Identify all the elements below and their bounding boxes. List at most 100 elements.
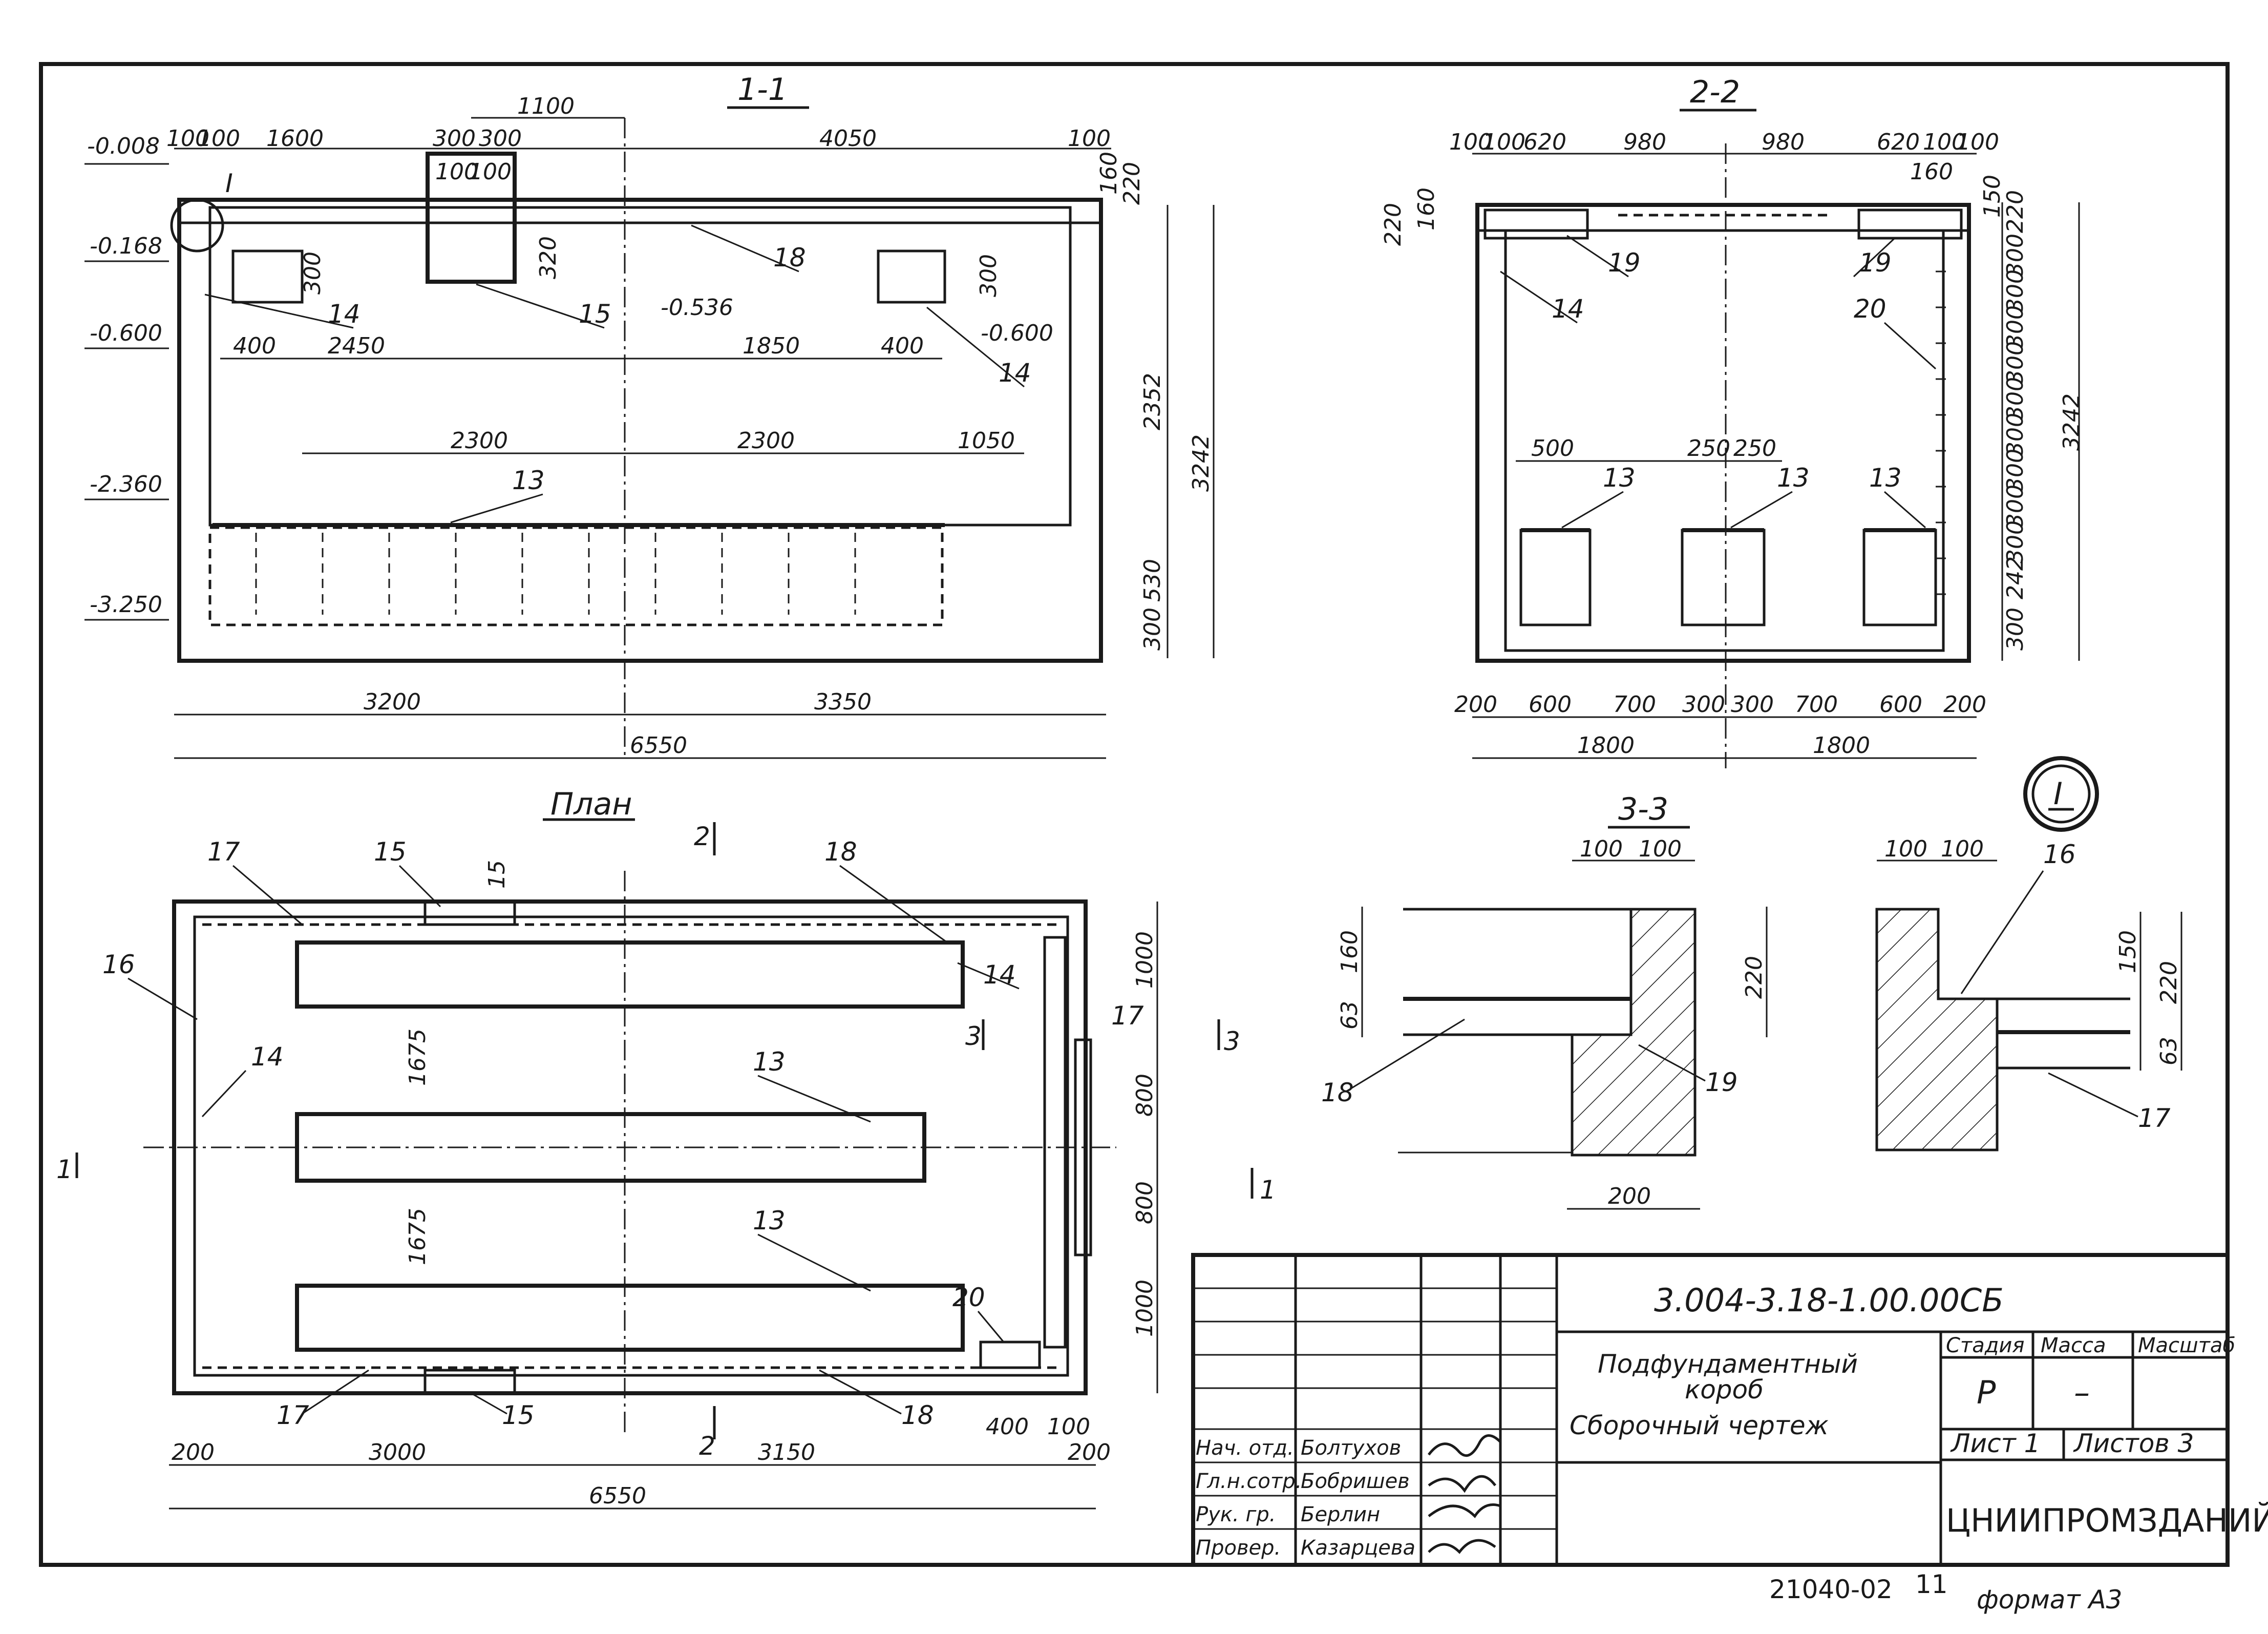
plan-leader-13b: 13 [753, 1206, 786, 1235]
signature-1 [1428, 1434, 1501, 1457]
node-I-label: I [2053, 776, 2063, 812]
cut-3-outer: 3 [1224, 1027, 1240, 1056]
dim-2-r300h: 300 [2002, 485, 2028, 528]
dim-1-3350: 3350 [814, 689, 872, 715]
plan-dim-3150: 3150 [758, 1439, 815, 1465]
cut-3-inner: 3 [965, 1021, 982, 1051]
leader-2-19b: 19 [1859, 248, 1892, 278]
dim-2-b600b: 600 [1879, 692, 1922, 718]
plan-leader-18b: 18 [901, 1400, 934, 1430]
dim-2-r300e: 300 [2002, 377, 2028, 420]
dim-1-100b: 100 [197, 125, 240, 152]
dim-1-100c: 100 [1068, 125, 1111, 152]
dim-2-b700a: 700 [1613, 692, 1656, 718]
leader-1-14a: 14 [328, 299, 361, 329]
plan-dim-800b: 800 [1132, 1181, 1158, 1224]
dim-1-2300a: 2300 [451, 428, 508, 454]
leader-node-I: I [225, 169, 233, 198]
dim-2-r300d: 300 [2002, 341, 2028, 384]
plan-dim-200a: 200 [172, 1439, 215, 1465]
drawing-name-3: Сборочный чертеж [1570, 1411, 1829, 1440]
cut-2-bottom: 2 [699, 1431, 715, 1461]
leader-2-13c: 13 [1869, 463, 1902, 493]
dim-1-1850: 1850 [743, 333, 800, 359]
dim-1-4050: 4050 [819, 125, 877, 152]
dim-3-200: 200 [1608, 1183, 1651, 1209]
node-dim-63: 63 [2156, 1037, 2182, 1065]
leader-1-13: 13 [512, 466, 545, 495]
dim-2-r3242: 3242 [2059, 393, 2085, 451]
name-4: Казарцева [1301, 1536, 1415, 1560]
dim-2-r300g: 300 [2002, 449, 2028, 492]
plan-leader-20: 20 [952, 1283, 985, 1312]
dim-1-3242: 3242 [1188, 434, 1214, 492]
section-1-1: 1-1 100 100 1600 300 300 [84, 72, 1215, 759]
role-3: Рук. гр. [1196, 1503, 1276, 1526]
dim-2-160: 160 [1910, 159, 1953, 185]
dim-1-3200: 3200 [364, 689, 421, 715]
plan-dim-1000b: 1000 [1132, 1280, 1158, 1337]
node-I-detail: I 100 100 150 220 63 16 17 [1875, 756, 2182, 1151]
plan-leader-15c: 15 [502, 1400, 535, 1430]
level-m0536: -0.536 [661, 295, 733, 321]
dim-2-b300a: 300 [1682, 692, 1725, 718]
leader-1-14b: 14 [999, 358, 1031, 388]
dim-2-620a: 620 [1523, 129, 1566, 155]
dim-2-500: 500 [1531, 435, 1574, 462]
drawing-code: 3.004-3.18-1.00.00СБ [1654, 1282, 2004, 1319]
dim-2-b1800b: 1800 [1813, 732, 1870, 759]
dim-1-6550: 6550 [630, 732, 687, 759]
dim-2-r300b: 300 [2002, 269, 2028, 312]
dim-2-b200b: 200 [1943, 692, 1986, 718]
section-2-2-title: 2-2 [1690, 74, 1740, 110]
sheet-label: Лист 1 [1950, 1429, 2040, 1458]
plan-dim-1000a: 1000 [1132, 931, 1158, 989]
dim-2-980b: 980 [1762, 129, 1805, 155]
dim-1-320: 320 [535, 236, 561, 279]
signature-2 [1428, 1475, 1496, 1493]
cut-1-right: 1 [1260, 1175, 1276, 1205]
dim-2-100c: 100 [1923, 129, 1966, 155]
dim-2-100b: 100 [1482, 129, 1525, 155]
plan-dim-3000: 3000 [369, 1439, 426, 1465]
dim-1-220: 220 [1119, 162, 1145, 205]
stage-value: Р [1977, 1374, 1996, 1411]
node-dim-100b: 100 [1941, 836, 1984, 862]
node-dim-220: 220 [2156, 961, 2182, 1004]
section-3-3-title: 3-3 [1618, 791, 1668, 827]
dim-1-300d: 300 [976, 254, 1002, 297]
stage-label: Стадия [1946, 1334, 2024, 1357]
scale-label: Масштаб [2138, 1334, 2235, 1357]
dim-2-620b: 620 [1877, 129, 1920, 155]
dim-2-r300a: 300 [2002, 234, 2028, 277]
dim-2-100d: 100 [1956, 129, 1999, 155]
dim-1-530: 530 [1139, 559, 1165, 602]
format-label: формат А3 [1977, 1585, 2122, 1615]
sheet-frame [39, 62, 2230, 1567]
cut-1-left: 1 [56, 1155, 73, 1184]
dim-2-b200a: 200 [1454, 692, 1497, 718]
dim-2-r300j: 300 [2002, 607, 2028, 651]
section-2-2: 2-2 100 100 620 980 980 620 100 [1380, 74, 2085, 768]
page-number: 11 [1915, 1569, 1948, 1599]
leader-3-19: 19 [1705, 1067, 1738, 1097]
plan-dim-1675b: 1675 [405, 1208, 431, 1265]
plan-15b: 15 [484, 860, 510, 889]
plan-dim-400: 400 [986, 1414, 1029, 1440]
node-circle [2023, 756, 2099, 832]
dim-1-400a: 400 [233, 333, 276, 359]
dim-1-160: 160 [1096, 152, 1122, 195]
plan-view: План 2 15 15 17 16 14 18 14 [56, 786, 1276, 1510]
dim-1-1100: 1100 [517, 93, 575, 119]
dim-1-400b: 400 [881, 333, 924, 359]
level-m2360: -2.360 [90, 471, 162, 497]
role-1: Нач. отд. [1196, 1436, 1294, 1460]
leader-2-13a: 13 [1603, 463, 1636, 493]
dim-1-1050: 1050 [958, 428, 1015, 454]
section-1-1-title: 1-1 [737, 72, 788, 108]
drawing-name-2: короб [1685, 1375, 1764, 1405]
dim-2-r150: 150 [1979, 175, 2005, 218]
dim-2-b300b: 300 [1731, 692, 1774, 718]
plan-dim-800a: 800 [1132, 1074, 1158, 1117]
